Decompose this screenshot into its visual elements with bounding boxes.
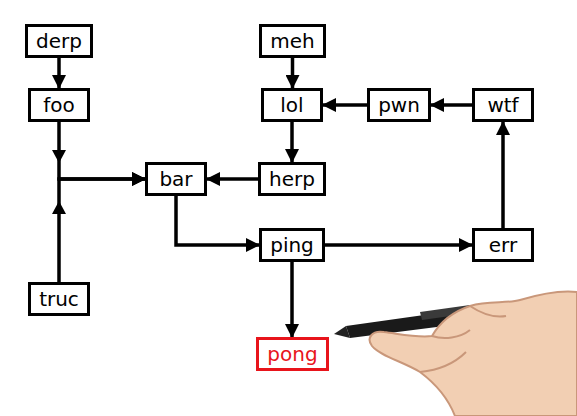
process-box: pwn <box>367 88 431 122</box>
flow-arrow <box>176 196 259 245</box>
node-label: err <box>489 233 517 257</box>
node-label: meh <box>270 29 314 53</box>
node-label: ping <box>270 233 314 257</box>
node-label: herp <box>269 167 315 191</box>
flow-arrow <box>57 58 61 88</box>
process-box: lol <box>261 88 323 122</box>
flow-arrow <box>207 177 258 181</box>
flow-arrow <box>291 58 295 88</box>
process-box: err <box>472 228 534 262</box>
flow-arrow <box>325 243 472 247</box>
node-label: pong <box>267 342 317 366</box>
process-box: wtf <box>472 88 534 122</box>
process-box: bar <box>145 162 207 196</box>
hand <box>370 291 577 416</box>
flow-arrow <box>59 122 145 179</box>
node-label: wtf <box>487 93 518 117</box>
node-label: pwn <box>378 93 420 117</box>
process-box: truc <box>28 282 90 316</box>
node-label: bar <box>159 167 192 191</box>
flow-arrow <box>501 122 505 228</box>
node-label: foo <box>43 93 75 117</box>
process-box: ping <box>259 228 325 262</box>
process-box: meh <box>259 24 326 58</box>
process-box: foo <box>28 88 90 122</box>
flow-arrow <box>59 179 145 282</box>
node-label: derp <box>36 29 82 53</box>
node-label: lol <box>280 93 303 117</box>
flow-arrow <box>323 103 367 107</box>
flow-arrow <box>431 103 472 107</box>
node-label: truc <box>39 287 79 311</box>
process-box: pong <box>256 337 329 371</box>
process-box: herp <box>258 162 326 196</box>
flow-arrow <box>290 262 294 337</box>
process-box: derp <box>25 24 93 58</box>
flow-arrow <box>290 122 294 162</box>
